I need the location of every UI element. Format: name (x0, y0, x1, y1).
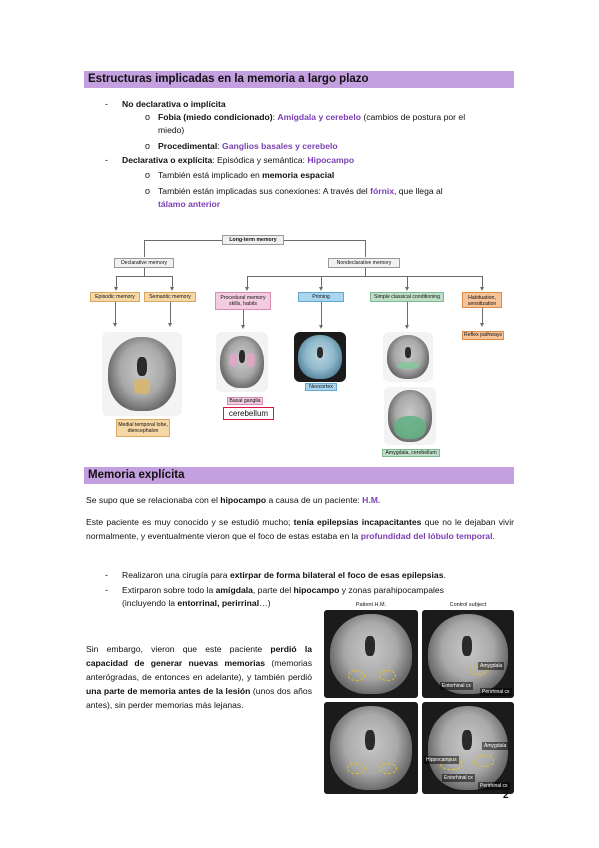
label-entorhinal: Entorhinal cx (440, 682, 473, 690)
label-control-subject: Control subject (449, 602, 487, 608)
node-habituation: Habituation, sensitization (462, 292, 502, 308)
label-cerebellum-handwritten: cerebellum (223, 407, 274, 420)
item-nondeclarative: No declarativa o implícita (122, 99, 226, 109)
connector (144, 240, 145, 257)
item-espacial: También está implicado en memoria espaci… (158, 170, 335, 180)
arrow-down (404, 325, 409, 329)
memory-taxonomy-diagram: Long-term memory Declarative memory Nond… (78, 226, 522, 462)
paragraph-hipocampo: Se supo que se relacionaba con el hipoca… (86, 495, 381, 505)
mri-control-top: Amygdala Entorhinal cx Perirhinal cx (422, 610, 514, 698)
connector (243, 310, 244, 326)
connector (407, 302, 408, 326)
node-priming: Priming (298, 292, 344, 302)
brain-image-basal-ganglia (216, 332, 268, 392)
node-classical-conditioning: Simple classical conditioning (370, 292, 444, 302)
label-medial-temporal: Medial temporal lobe, diencephalon (116, 419, 170, 437)
circle-bullet: o (145, 186, 151, 196)
connector (116, 276, 172, 277)
circle-bullet: o (145, 141, 151, 151)
dash-bullet: - (105, 99, 108, 109)
label-entorhinal-2: Entorhinal cx (442, 774, 475, 782)
label-neocortex: Neocortex (305, 383, 337, 391)
label-amygdala-2: Amygdala (482, 742, 509, 750)
label-perirhinal: Perirhinal cx (480, 688, 512, 696)
connector (365, 268, 366, 276)
arrow-down (318, 325, 323, 329)
connector (365, 240, 366, 257)
node-procedural-memory: Procedural memory skills, habits (215, 292, 271, 310)
arrow-down (479, 287, 484, 291)
label-amygdala-cerebellum: Amygdala, cerebellum (382, 449, 440, 457)
arrow-down (318, 287, 323, 291)
dash-bullet: - (105, 155, 108, 165)
brain-image-classical-2 (384, 387, 436, 445)
mri-control-bottom: Hippocampus Amygdala Entorhinal cx Perir… (422, 702, 514, 794)
connector (247, 276, 248, 288)
connector (115, 302, 116, 324)
node-declarative-memory: Declarative memory (114, 258, 174, 268)
connector (407, 276, 408, 288)
label-patient-hm: Patient H.M. (355, 602, 387, 608)
list-item-extirparon: Extirparon sobre todo la amígdala, parte… (122, 585, 444, 608)
mri-patient-bottom (324, 702, 418, 794)
arrow-down (113, 287, 118, 291)
arrow-down (244, 287, 249, 291)
brain-image-classical-1 (383, 332, 433, 382)
arrow-down (112, 323, 117, 327)
item-declarative: Declarativa o explícita: Episódica y sem… (122, 155, 355, 165)
mri-patient-top (324, 610, 418, 698)
arrow-down (167, 323, 172, 327)
node-semantic-memory: Semantic memory (144, 292, 196, 302)
label-amygdala: Amygdala (478, 662, 505, 670)
label-perirhinal-2: Perirhinal cx (478, 782, 510, 790)
item-fobia: Fobia (miedo condicionado): Amígdala y c… (158, 112, 466, 135)
connector (284, 240, 365, 241)
mri-comparison-figure: Patient H.M. Control subject Amygdala En… (324, 602, 514, 794)
circle-bullet: o (145, 112, 151, 122)
arrow-down (479, 323, 484, 327)
connector (172, 276, 173, 288)
connector (116, 276, 117, 288)
list-item-cirugia: Realizaron una cirugía para extirpar de … (122, 570, 446, 580)
arrow-down (404, 287, 409, 291)
circle-bullet: o (145, 170, 151, 180)
item-procedimental: Procedimental: Ganglios basales y cerebe… (158, 141, 338, 151)
arrow-down (240, 325, 245, 329)
arrow-down (169, 287, 174, 291)
section-heading-memoria-explicita: Memoria explícita (84, 467, 514, 484)
paragraph-paciente: Este paciente es muy conocido y se estud… (86, 517, 514, 541)
label-basal-ganglia: Basal ganglia (227, 397, 263, 405)
dash-bullet: - (105, 570, 108, 580)
connector (247, 276, 482, 277)
connector (144, 268, 145, 276)
item-conexiones: También están implicadas sus conexiones:… (158, 186, 443, 209)
connector (482, 308, 483, 324)
page-number: 2 (503, 790, 509, 801)
highlight-diencephalon (134, 379, 150, 395)
node-episodic-memory: Episodic memory (90, 292, 140, 302)
label-hippocampus: Hippocampus (424, 756, 459, 764)
node-reflex-pathways: Reflex pathways (462, 331, 504, 340)
connector (321, 302, 322, 326)
node-long-term-memory: Long-term memory (222, 235, 284, 245)
brain-image-coronal-large (102, 332, 182, 416)
connector (321, 276, 322, 288)
connector (482, 276, 483, 288)
brain-image-neocortex (294, 332, 346, 382)
paragraph-perdio-memoria: Sin embargo, vieron que este paciente pe… (86, 644, 312, 710)
node-nondeclarative-memory: Nondeclarative memory (328, 258, 400, 268)
connector (144, 240, 222, 241)
dash-bullet: - (105, 585, 108, 595)
connector (170, 302, 171, 324)
section-heading-long-term: Estructuras implicadas en la memoria a l… (84, 71, 514, 88)
